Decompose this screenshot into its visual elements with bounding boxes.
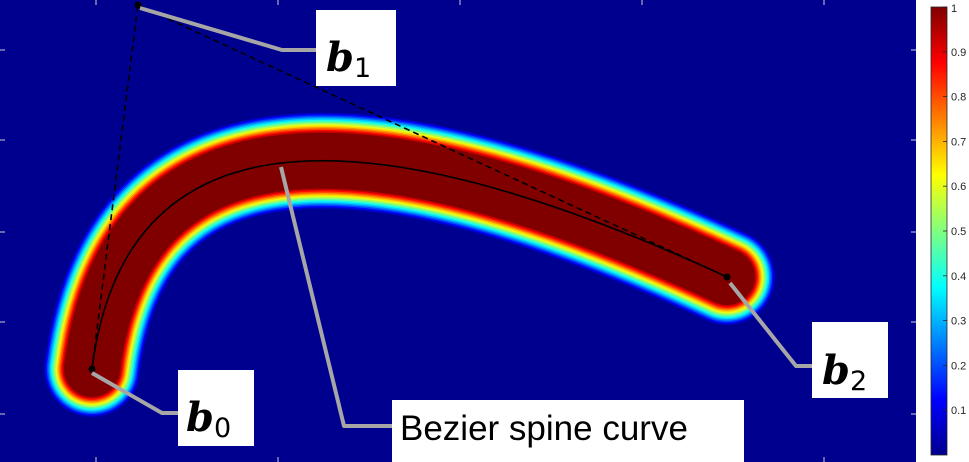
leader-b1 — [139, 6, 316, 52]
label-b1-name: b — [326, 34, 354, 81]
colorbar-tick-label: 0.5 — [951, 226, 966, 238]
svg-text:b0: b0 — [186, 394, 231, 444]
leader-b2 — [728, 281, 812, 368]
colorbar-tick-label: 0.8 — [951, 92, 966, 104]
control-polygon — [91, 3, 728, 370]
label-b0-subscript: 0 — [214, 413, 231, 444]
bezier-spine-curve — [91, 159, 728, 370]
colorbar-tick-label: 0.1 — [951, 405, 966, 417]
label-b1-subscript: 1 — [354, 53, 371, 84]
colorbar-tick-label: 0.9 — [951, 47, 966, 59]
colorbar-tick-label: 0.2 — [951, 360, 966, 372]
leader-b0 — [91, 371, 178, 415]
label-b2: b2 — [812, 322, 888, 398]
colorbar: 0.1 0.2 0.3 0.4 0.5 0.6 0.7 0.8 0.9 1 — [930, 3, 966, 456]
label-b2-subscript: 2 — [850, 366, 867, 397]
control-point-b0 — [88, 365, 96, 373]
svg-text:b1: b1 — [326, 34, 371, 84]
control-point-b1 — [134, 1, 142, 9]
leader-spine — [279, 166, 392, 428]
svg-text:b2: b2 — [822, 347, 867, 397]
colorbar-tick-label: 0.7 — [951, 136, 966, 148]
colorbar-tick-label: 1 — [951, 3, 957, 15]
callout-spine-label: Bezier spine curve — [392, 400, 744, 462]
callout-text: Bezier spine curve — [400, 409, 688, 448]
colorbar-tick-label: 0.6 — [951, 181, 966, 193]
colorbar-tick-label: 0.3 — [951, 316, 966, 328]
label-b0-name: b — [186, 394, 214, 441]
label-b0: b0 — [178, 370, 254, 446]
colorbar-tick-label: 0.4 — [951, 271, 966, 283]
leader-lines — [91, 6, 812, 428]
colorbar-ticks: 0.1 0.2 0.3 0.4 0.5 0.6 0.7 0.8 0.9 1 — [943, 3, 966, 417]
control-point-b2 — [723, 273, 731, 281]
label-b2-name: b — [822, 347, 850, 394]
label-b1: b1 — [316, 10, 396, 86]
